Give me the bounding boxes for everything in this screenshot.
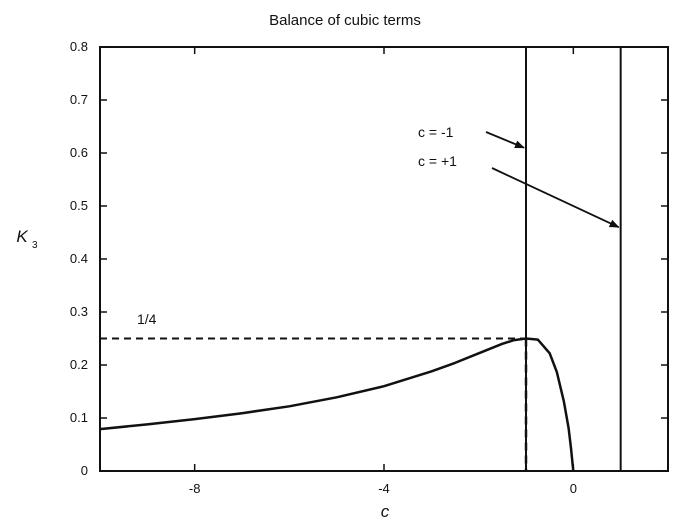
y-tick-label: 0 [81,463,88,478]
series-line [99,337,575,472]
y-axis-label-main: K [16,227,28,246]
y-tick-label: 0.3 [70,304,88,319]
x-tick-label: -8 [189,481,201,496]
x-tick-label: -4 [378,481,390,496]
reference-label: 1/4 [137,311,157,327]
y-axis-ticks: 0 0.1 0.2 0.3 0.4 0.5 0.6 0.7 0.8 [70,39,668,478]
y-tick-label: 0.7 [70,92,88,107]
x-axis-ticks: -8 -4 0 [189,47,577,496]
x-tick-label: 0 [570,481,577,496]
y-tick-label: 0.2 [70,357,88,372]
y-tick-label: 0.4 [70,251,88,266]
y-tick-label: 0.1 [70,410,88,425]
chart-title: Balance of cubic terms [269,12,421,29]
annotation-label: c = -1 [418,124,454,140]
plot-frame [99,46,669,472]
annotation-label: c = +1 [418,153,457,169]
annotation-arrow [491,167,620,229]
reference-lines [100,337,528,471]
annotations: c = -1 c = +1 1/4 [137,124,620,327]
y-axis-label: K 3 [16,227,38,251]
y-tick-label: 0.5 [70,198,88,213]
y-axis-label-subscript: 3 [32,240,38,251]
y-tick-label: 0.6 [70,145,88,160]
annotation-arrow [485,131,525,149]
series-layer [99,337,575,472]
y-tick-label: 0.8 [70,39,88,54]
x-axis-label: c [381,502,390,521]
vertical-lines [525,47,622,471]
